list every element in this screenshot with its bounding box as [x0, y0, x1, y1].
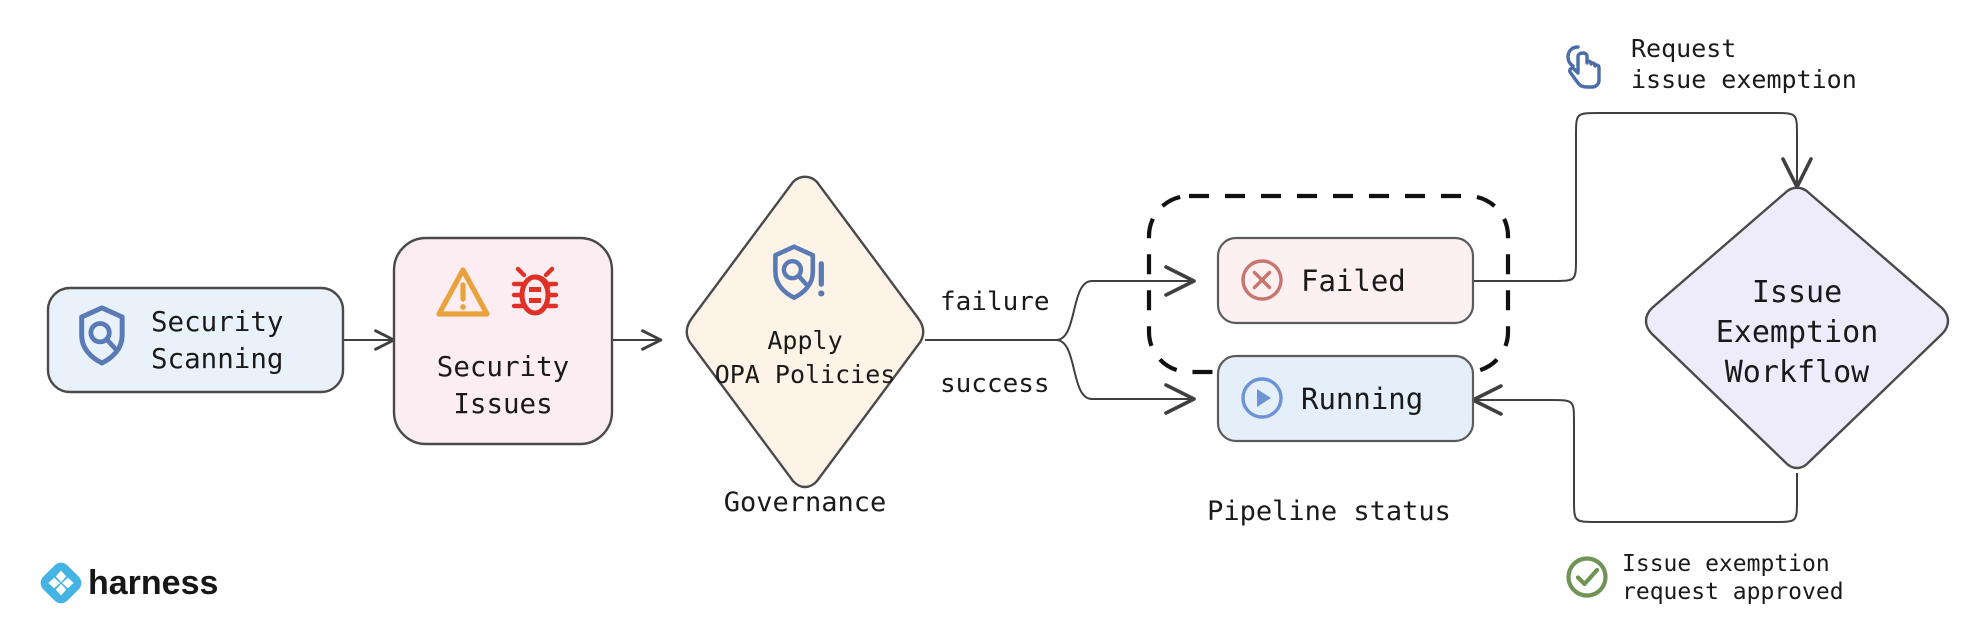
edge-opa-split	[925, 265, 1196, 415]
tap-finger-icon	[1566, 45, 1601, 89]
node-failed[interactable]: Failed	[1216, 236, 1475, 325]
security-scanning-label-1: Security	[151, 306, 283, 338]
running-label: Running	[1301, 382, 1423, 416]
node-apply-opa-policies[interactable]: Apply OPA Policies Governance	[685, 175, 925, 518]
node-issue-exemption-workflow[interactable]: Issue Exemption Workflow	[1644, 186, 1950, 470]
play-circle-icon	[1241, 377, 1283, 419]
harness-branding: harness	[40, 562, 218, 604]
bug-icon	[511, 266, 559, 316]
failed-label: Failed	[1301, 264, 1406, 298]
shield-scan-icon	[79, 305, 125, 366]
request-exemption-line-1: Request	[1631, 34, 1736, 63]
security-issues-label-1: Security	[437, 351, 569, 383]
edge-label-success: success	[940, 369, 1050, 399]
governance-caption: Governance	[724, 487, 887, 518]
harness-logo-icon	[40, 562, 82, 604]
node-security-issues[interactable]: Security Issues	[392, 236, 614, 446]
pipeline-status-caption: Pipeline status	[1207, 496, 1451, 527]
exemption-label-2: Exemption	[1716, 315, 1879, 350]
apply-opa-label-1: Apply	[767, 326, 842, 355]
edge-label-failure: failure	[940, 287, 1050, 317]
apply-opa-label-2: OPA Policies	[715, 360, 896, 389]
request-approved-line-2: request approved	[1622, 579, 1844, 605]
exemption-label-3: Workflow	[1725, 355, 1870, 390]
harness-wordmark: harness	[88, 564, 218, 602]
edge-exemption-to-running	[1471, 384, 1798, 523]
node-running[interactable]: Running	[1216, 354, 1475, 443]
check-circle-icon	[1566, 556, 1608, 598]
exemption-label-1: Issue	[1752, 275, 1842, 310]
annotation-request-exemption: Request issue exemption	[1566, 34, 1857, 94]
warning-triangle-icon	[436, 267, 490, 317]
annotation-request-approved: Issue exemption request approved	[1566, 551, 1844, 605]
shield-policy-alert-icon	[773, 244, 825, 300]
x-circle-icon	[1241, 259, 1283, 301]
request-approved-line-1: Issue exemption	[1622, 551, 1830, 577]
edge-failed-to-exemption	[1473, 112, 1813, 282]
node-security-scanning[interactable]: Security Scanning	[46, 286, 345, 394]
security-issues-label-2: Issues	[453, 388, 552, 420]
security-scanning-label-2: Scanning	[151, 343, 283, 375]
request-exemption-line-2: issue exemption	[1631, 65, 1857, 94]
